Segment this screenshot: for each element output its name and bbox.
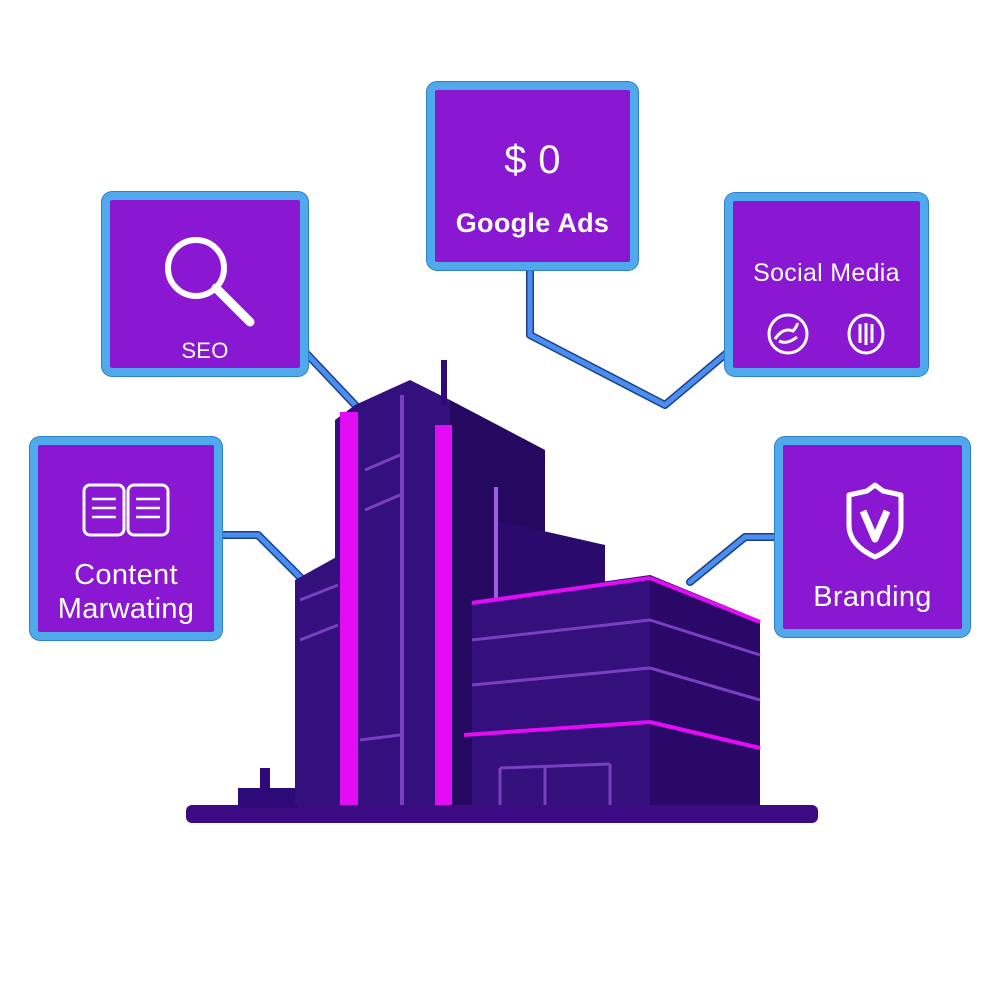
connector-lines — [216, 264, 782, 586]
google-ads-price: $ 0 — [504, 138, 561, 182]
seo-card: SEO — [102, 192, 308, 376]
google-ads-label: Google Ads — [455, 208, 610, 238]
seo-label: SEO — [181, 338, 229, 363]
shield-v-icon — [846, 482, 904, 560]
social-media-label: Social Media — [753, 259, 900, 287]
open-book-icon — [82, 483, 170, 537]
bird-logo-icon — [767, 313, 809, 355]
branding-label: Branding — [813, 581, 932, 613]
social-media-card: Social Media — [725, 193, 928, 376]
branding-card: Branding — [775, 437, 970, 637]
bars-logo-icon — [847, 313, 885, 355]
content-marketing-line2: Marwating — [57, 593, 195, 625]
magnifier-icon — [165, 237, 255, 327]
google-ads-card: $ 0 Google Ads — [427, 82, 638, 270]
content-marketing-line1: Content — [74, 559, 178, 591]
content-marketing-card: Content Marwating — [30, 437, 222, 640]
building — [186, 360, 818, 823]
